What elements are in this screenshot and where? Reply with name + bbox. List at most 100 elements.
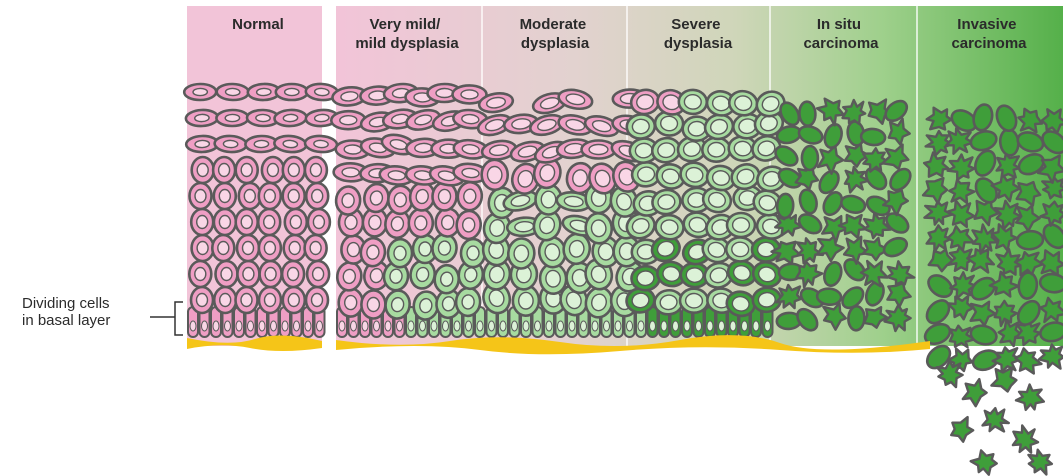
basal-cell-nucleus [225,321,231,331]
basal-cell-nucleus [615,321,621,331]
mild-dysplasia-cell [387,239,412,268]
normal-cell [283,157,305,183]
carcinoma-cell [991,368,1016,392]
invasive-cell [1016,230,1044,250]
cell-nucleus [243,242,254,255]
mild-dysplasia-cell [455,287,481,316]
carcinoma-cell [983,408,1009,431]
cell-nucleus [415,143,432,153]
basal-cell-nucleus [385,321,391,331]
normal-cell [237,235,259,261]
callout-label: Dividing cells in basal layer [22,295,114,329]
basal-cell-nucleus [374,321,380,331]
normal-cell [190,183,212,209]
basal-cell-nucleus [397,321,403,331]
cell-nucleus [467,246,479,260]
basal-cell-nucleus [294,321,300,331]
basal-cell-nucleus [627,321,633,331]
basal-cell-nucleus [661,321,667,331]
cell-nucleus [686,267,704,283]
cell-nucleus [708,142,725,157]
basal-cell-nucleus [362,321,368,331]
cell-nucleus [256,88,271,96]
normal-cell [285,209,307,235]
in-situ-cell [848,306,865,331]
basal-cell-nucleus [546,321,552,331]
basal-cell-nucleus [248,321,254,331]
moderate-dysplasia-cell [481,159,508,190]
cell-nucleus [195,114,210,122]
cell-nucleus [342,168,359,177]
in-situ-cell [799,101,816,126]
cell-nucleus [660,116,678,132]
cell-nucleus [344,145,361,154]
basal-cell-nucleus [592,321,598,331]
basal-cell-nucleus [719,321,725,331]
normal-cell [216,261,238,287]
cell-nucleus [197,216,208,229]
severe-dysplasia-cell [702,138,730,162]
moderate-dysplasia-cell [507,237,535,269]
cell-nucleus [225,88,240,96]
carcinoma-cell [1016,385,1044,410]
cell-nucleus [637,271,655,286]
basal-cell-nucleus [535,321,541,331]
cell-nucleus [419,242,431,256]
normal-cell [305,135,338,153]
stage-label-line: Normal [232,16,284,33]
cell-nucleus [462,217,475,232]
basal-cell-nucleus [707,321,713,331]
cell-body [777,193,794,218]
cell-nucleus [440,272,453,287]
basal-cell-nucleus [753,321,759,331]
basal-cell-nucleus [500,321,506,331]
severe-dysplasia-cell [678,89,707,114]
cell-nucleus [288,294,299,307]
cell-body [860,128,885,146]
callout-label-line: in basal layer [22,312,110,329]
normal-cell [216,84,248,101]
cell-nucleus [344,295,357,310]
normal-cell [214,183,236,209]
cell-body [848,306,865,331]
basal-cell-nucleus [489,321,495,331]
basal-cell-nucleus [351,321,357,331]
normal-cell [237,261,259,287]
cell-nucleus [513,245,529,263]
cell-nucleus [285,88,299,95]
cell-nucleus [195,190,206,203]
normal-cell [305,157,327,183]
in-situ-cell [777,193,794,218]
cell-nucleus [265,294,276,307]
mild-dysplasia-cell [456,210,482,240]
cell-nucleus [394,246,407,260]
cell-nucleus [518,292,533,309]
cell-nucleus [313,216,324,229]
carcinoma-cell [1013,426,1038,453]
cell-nucleus [195,140,210,148]
basal-cell-nucleus [420,321,426,331]
cell-nucleus [541,191,556,208]
cell-nucleus [243,268,254,281]
severe-dysplasia-cell [680,288,709,313]
cell-nucleus [438,241,451,256]
basal-cell-nucleus [684,321,690,331]
normal-cell [216,110,248,127]
cell-nucleus [283,140,298,148]
cell-nucleus [757,242,774,257]
stage-label-line: dysplasia [521,35,590,52]
cell-nucleus [314,114,329,122]
normal-cell [186,109,219,126]
basal-cell-nucleus [339,321,345,331]
cell-nucleus [314,88,329,96]
stage-label-line: Moderate [520,16,587,33]
cell-nucleus [545,270,561,288]
cell-nucleus [463,189,476,204]
stage-label-line: carcinoma [803,35,879,52]
callout-label-line: Dividing cells [22,295,110,312]
cell-nucleus [347,243,359,257]
normal-cell [283,287,305,313]
normal-cell [192,235,214,261]
normal-cell [284,235,306,261]
cell-nucleus [312,190,323,203]
